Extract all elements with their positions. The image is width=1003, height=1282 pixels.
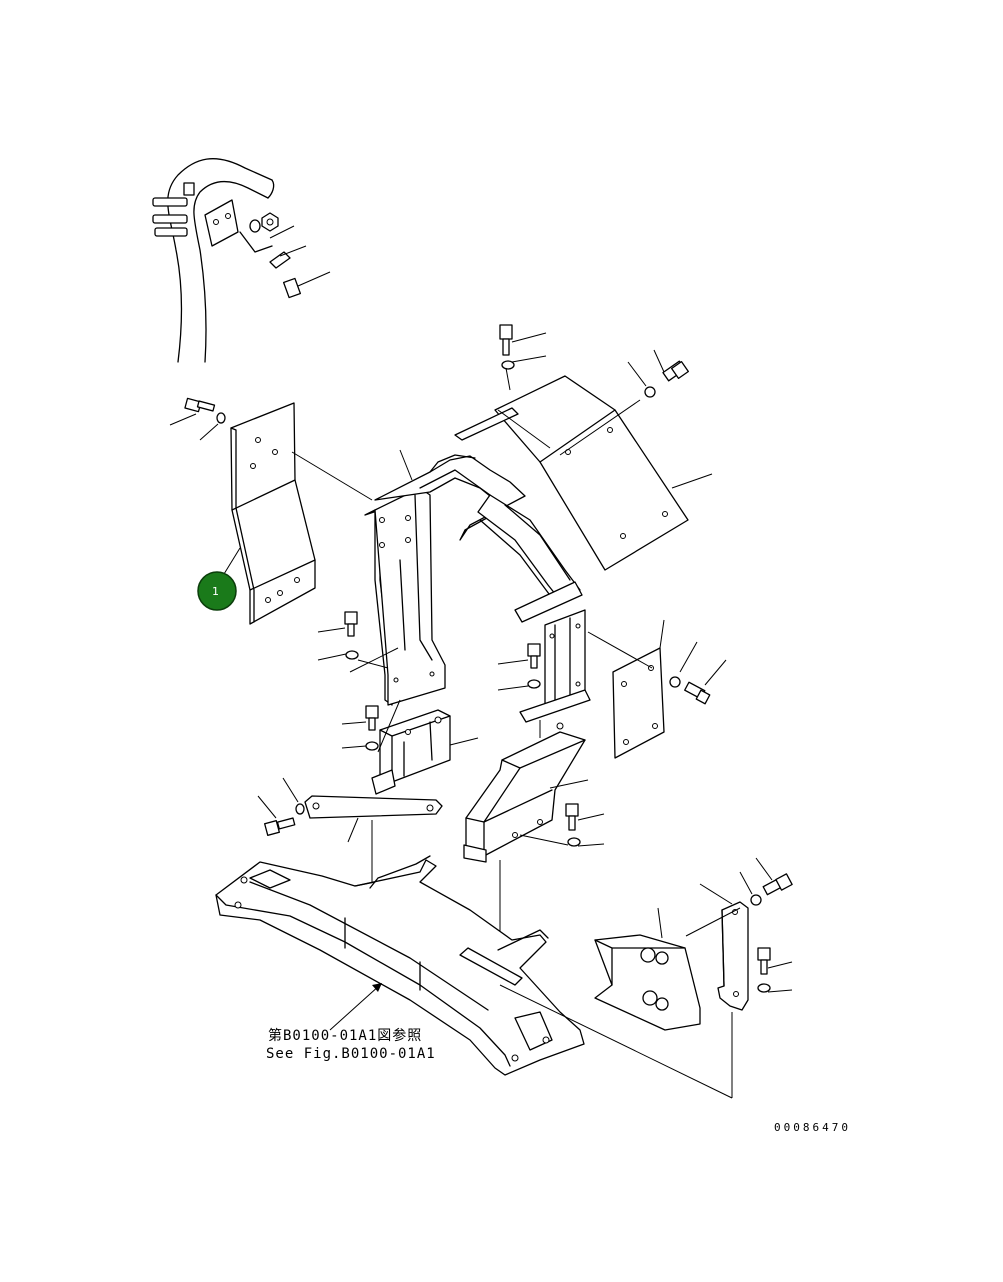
bolt bbox=[184, 397, 216, 413]
reference-arrow bbox=[329, 983, 382, 1031]
washer bbox=[345, 650, 359, 660]
pipe-bracket bbox=[204, 199, 273, 253]
washer bbox=[757, 983, 771, 993]
bolt bbox=[527, 643, 541, 669]
drawing-number: 00086470 bbox=[774, 1121, 851, 1134]
reference-text-en: See Fig.B0100-01A1 bbox=[266, 1046, 436, 1062]
washer bbox=[567, 837, 581, 847]
bolt bbox=[264, 817, 296, 836]
lower-right-guard bbox=[594, 907, 701, 1031]
left-mount-block bbox=[371, 709, 479, 795]
washer bbox=[365, 741, 379, 751]
washer bbox=[644, 386, 656, 398]
washer bbox=[669, 676, 681, 688]
main-frame bbox=[364, 449, 591, 723]
pipe-assembly bbox=[152, 158, 331, 363]
bolt bbox=[499, 324, 513, 356]
bolt bbox=[662, 360, 690, 382]
bolt bbox=[344, 611, 358, 637]
right-side-plate bbox=[587, 619, 665, 759]
hose-clamp bbox=[152, 182, 195, 237]
left-cover-plate bbox=[230, 402, 373, 625]
canopy-plate bbox=[454, 375, 713, 571]
callout-1-marker[interactable]: 1 bbox=[197, 571, 237, 611]
center-bracket bbox=[463, 720, 589, 955]
lower-right-bracket bbox=[685, 883, 749, 1011]
washer bbox=[750, 894, 762, 906]
bolt bbox=[762, 873, 793, 896]
washer bbox=[249, 219, 261, 233]
washer bbox=[295, 803, 305, 815]
bolt bbox=[282, 277, 302, 299]
bolt bbox=[565, 803, 579, 831]
washer bbox=[527, 679, 541, 689]
small-clip bbox=[269, 251, 291, 269]
bolt bbox=[757, 947, 771, 975]
reference-text-jp: 第B0100-01A1図参照 bbox=[268, 1027, 422, 1044]
bolt bbox=[684, 681, 711, 705]
chassis-frame bbox=[215, 855, 585, 1076]
washer bbox=[501, 360, 515, 370]
nut bbox=[261, 212, 279, 232]
callout-1-label: 1 bbox=[212, 585, 219, 598]
bolt bbox=[365, 705, 379, 731]
washer bbox=[216, 412, 226, 424]
lower-flat-bar bbox=[304, 795, 443, 885]
